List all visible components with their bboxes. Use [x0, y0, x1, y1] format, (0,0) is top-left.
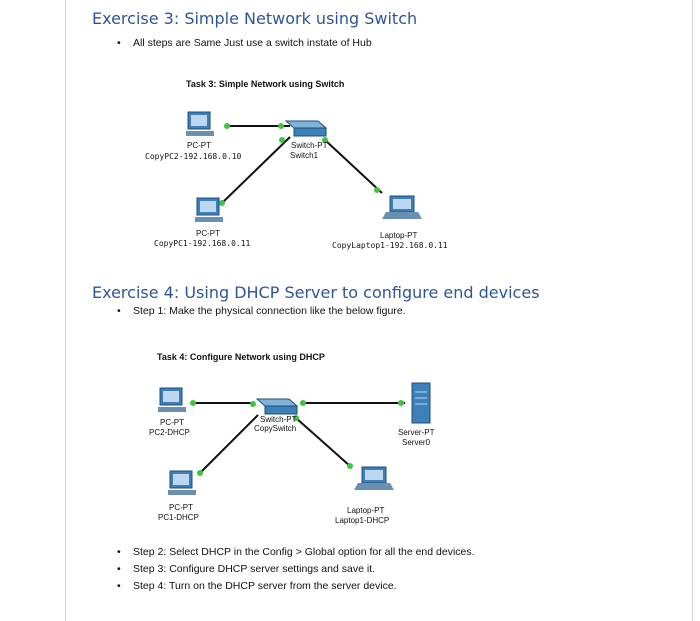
server-type-label: Server-PT: [398, 428, 435, 437]
laptop-icon: [354, 466, 394, 490]
switch-name-label: Switch1: [290, 151, 319, 160]
pc-icon: [168, 470, 196, 495]
laptop-name-label: Laptop1-DHCP: [335, 516, 390, 525]
laptop-type-label: Laptop-PT: [347, 506, 385, 515]
laptop-name-label: CopyLaptop1-192.168.0.11: [332, 241, 448, 250]
pc-icon: [195, 197, 223, 222]
exercise-3-bullet-text: All steps are Same Just use a switch ins…: [133, 37, 372, 49]
pc1-type-label: PC-PT: [169, 503, 193, 512]
page-frame: [65, 0, 693, 621]
step-3-text: Step 3: Configure DHCP server settings a…: [133, 563, 376, 575]
exercise-3-heading: Exercise 3: Simple Network using Switch: [92, 9, 418, 28]
pc2-name-label: CopyPC2-192.168.0.10: [145, 152, 242, 161]
switch-icon: [255, 398, 299, 415]
step-1-text: Step 1: Make the physical connection lik…: [133, 305, 406, 317]
step-2-text: Step 2: Select DHCP in the Config > Glob…: [133, 546, 475, 558]
task-3-title: Task 3: Simple Network using Switch: [186, 79, 345, 89]
switch-icon: [284, 120, 328, 137]
bullet-dot: •: [117, 563, 121, 575]
pc1-name-label: CopyPC1-192.168.0.11: [154, 239, 251, 248]
exercise-4-heading: Exercise 4: Using DHCP Server to configu…: [92, 283, 540, 302]
laptop-icon: [382, 195, 422, 219]
pc1-name-label: PC1-DHCP: [158, 513, 199, 522]
pc-icon: [158, 387, 186, 412]
pc2-type-label: PC-PT: [187, 141, 211, 150]
bullet-dot: •: [117, 305, 121, 317]
bullet-dot: •: [117, 37, 121, 49]
pc-icon: [186, 111, 214, 136]
switch-type-label: Switch-PT: [291, 141, 328, 150]
laptop-type-label: Laptop-PT: [380, 231, 418, 240]
switch-type-label: Switch-PT: [260, 415, 297, 424]
switch-name-label: CopySwitch: [254, 424, 297, 433]
server-name-label: Server0: [402, 438, 431, 447]
pc2-type-label: PC-PT: [160, 418, 184, 427]
bullet-dot: •: [117, 580, 121, 592]
bullet-dot: •: [117, 546, 121, 558]
pc2-name-label: PC2-DHCP: [149, 428, 190, 437]
pc1-type-label: PC-PT: [196, 229, 220, 238]
task-4-title: Task 4: Configure Network using DHCP: [157, 352, 325, 362]
server-icon: [411, 382, 431, 424]
step-4-text: Step 4: Turn on the DHCP server from the…: [133, 580, 397, 592]
